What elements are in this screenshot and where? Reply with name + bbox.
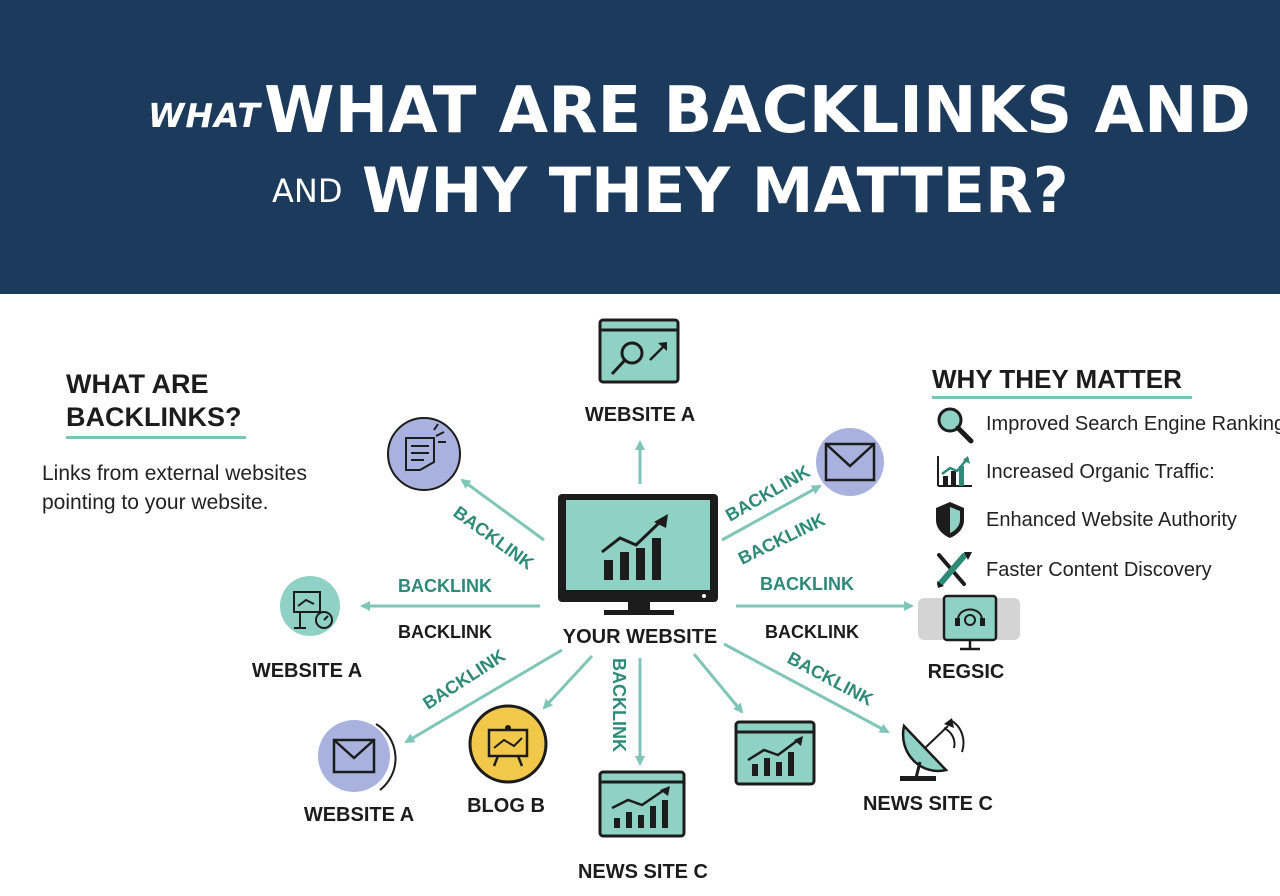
growth-chart-icon xyxy=(937,456,972,487)
node-lower-right-2: NEWS SITE C xyxy=(863,718,993,815)
backlink-label: BACKLINK xyxy=(735,509,828,568)
node-right: REGSIC xyxy=(918,594,1020,683)
node-label: WEBSITE A xyxy=(585,404,695,426)
benefit-item-ranking: Improved Search Engine Ranking: xyxy=(934,404,1280,444)
node-lower-right-1 xyxy=(734,720,816,786)
heading-underline xyxy=(66,436,246,439)
arrow-lower-left xyxy=(404,648,563,744)
benefit-text: Enhanced Website Authority xyxy=(986,509,1237,531)
header-banner: WHAT WHAT ARE BACKLINKS AND AND WHY THEY… xyxy=(0,0,1280,294)
title-small-what: WHAT xyxy=(148,96,261,135)
title-line-2: WHY THEY MATTER? xyxy=(362,154,1069,227)
node-label: BLOG B xyxy=(467,795,545,817)
node-label: NEWS SITE C xyxy=(578,861,708,883)
heading-underline xyxy=(932,396,1192,399)
node-upper-left xyxy=(387,417,461,491)
analytics-board-icon xyxy=(280,576,340,636)
title-small-and: AND xyxy=(272,172,343,210)
monitor-chart-icon xyxy=(558,494,718,615)
backlink-label: BACKLINK xyxy=(398,576,492,596)
backlink-label: BACKLINK xyxy=(765,622,859,642)
node-label: WEBSITE A xyxy=(304,804,414,826)
backlink-label: BACKLINK xyxy=(398,622,492,642)
node-blog: BLOG B xyxy=(467,704,548,817)
blog-board-icon xyxy=(468,704,548,784)
benefit-text: Faster Content Discovery xyxy=(986,559,1212,581)
search-window-icon xyxy=(598,318,680,384)
node-label: YOUR WEBSITE xyxy=(563,626,717,648)
backlink-label: BACKLINK xyxy=(609,658,629,752)
your-website-node: YOUR WEBSITE xyxy=(558,494,718,648)
definition-line: Links from external websites xyxy=(42,462,307,485)
magnifier-icon xyxy=(937,407,974,444)
shield-icon xyxy=(936,502,964,538)
backlink-label: BACKLINK xyxy=(419,645,509,713)
chart-window-icon xyxy=(598,770,686,838)
benefit-item-discovery: Faster Content Discovery xyxy=(934,550,1280,590)
arrow-lower-right-2 xyxy=(723,642,890,734)
satellite-dish-icon xyxy=(900,718,965,781)
document-icon xyxy=(387,417,461,491)
why-they-matter-heading: WHY THEY MATTER xyxy=(932,364,1182,394)
envelope-icon xyxy=(816,428,884,496)
backlink-label: BACKLINK xyxy=(450,502,538,573)
arrow-blog xyxy=(542,654,594,710)
node-upper-right xyxy=(816,428,884,496)
node-label: NEWS SITE C xyxy=(863,793,993,815)
headset-monitor-icon xyxy=(918,594,1020,651)
arrow-upper-right xyxy=(721,484,822,542)
definition-line: pointing to your website. xyxy=(42,491,269,514)
chart-window-icon xyxy=(734,720,816,786)
benefit-item-authority: Enhanced Website Authority xyxy=(934,500,1280,540)
benefit-text: Improved Search Engine Ranking: xyxy=(986,413,1280,435)
heading-line: WHAT ARE xyxy=(66,369,209,399)
title-line-1: WHAT ARE BACKLINKS AND xyxy=(264,74,1251,148)
arrow-lower-right-1 xyxy=(692,653,744,714)
benefit-text: Increased Organic Traffic: xyxy=(986,461,1215,483)
arrow-upper-left xyxy=(460,478,545,542)
backlinks-definition: Links from external websites pointing to… xyxy=(42,459,307,517)
rocket-icon xyxy=(937,552,972,588)
node-left: WEBSITE A xyxy=(252,576,362,682)
backlink-label: BACKLINK xyxy=(760,574,854,594)
heading-line: BACKLINKS? xyxy=(66,402,242,432)
node-label: WEBSITE A xyxy=(252,660,362,682)
node-lower-left: WEBSITE A xyxy=(304,720,414,826)
envelope-icon xyxy=(318,720,397,792)
node-top: WEBSITE A xyxy=(585,318,695,426)
node-bottom: NEWS SITE C xyxy=(578,770,708,883)
what-are-backlinks-heading: WHAT ARE BACKLINKS? xyxy=(66,368,242,434)
node-label: REGSIC xyxy=(928,661,1005,683)
benefit-item-traffic: Increased Organic Traffic: xyxy=(934,452,1280,492)
